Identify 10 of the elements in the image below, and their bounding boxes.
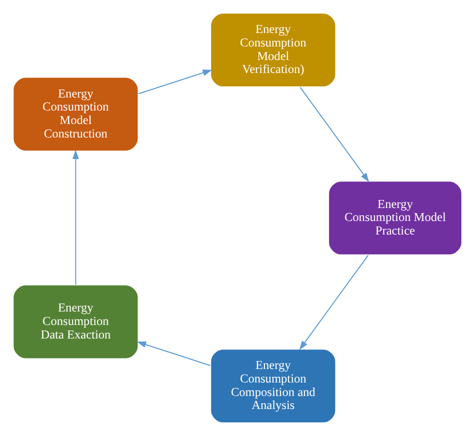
arrow (138, 70, 212, 94)
arrow (299, 87, 369, 182)
node-box: Energy Consumption Model Verification) (210, 12, 336, 88)
arrow (136, 341, 210, 366)
arrow (72, 150, 78, 285)
arrow (298, 254, 368, 350)
node-box: Energy Consumption Composition and Analysis (210, 348, 336, 424)
node-box: Energy Consumption Model Construction (12, 76, 138, 152)
node-box: Energy Consumption Model Practice (328, 180, 462, 256)
node-box: Energy Consumption Data Exaction (12, 284, 138, 360)
